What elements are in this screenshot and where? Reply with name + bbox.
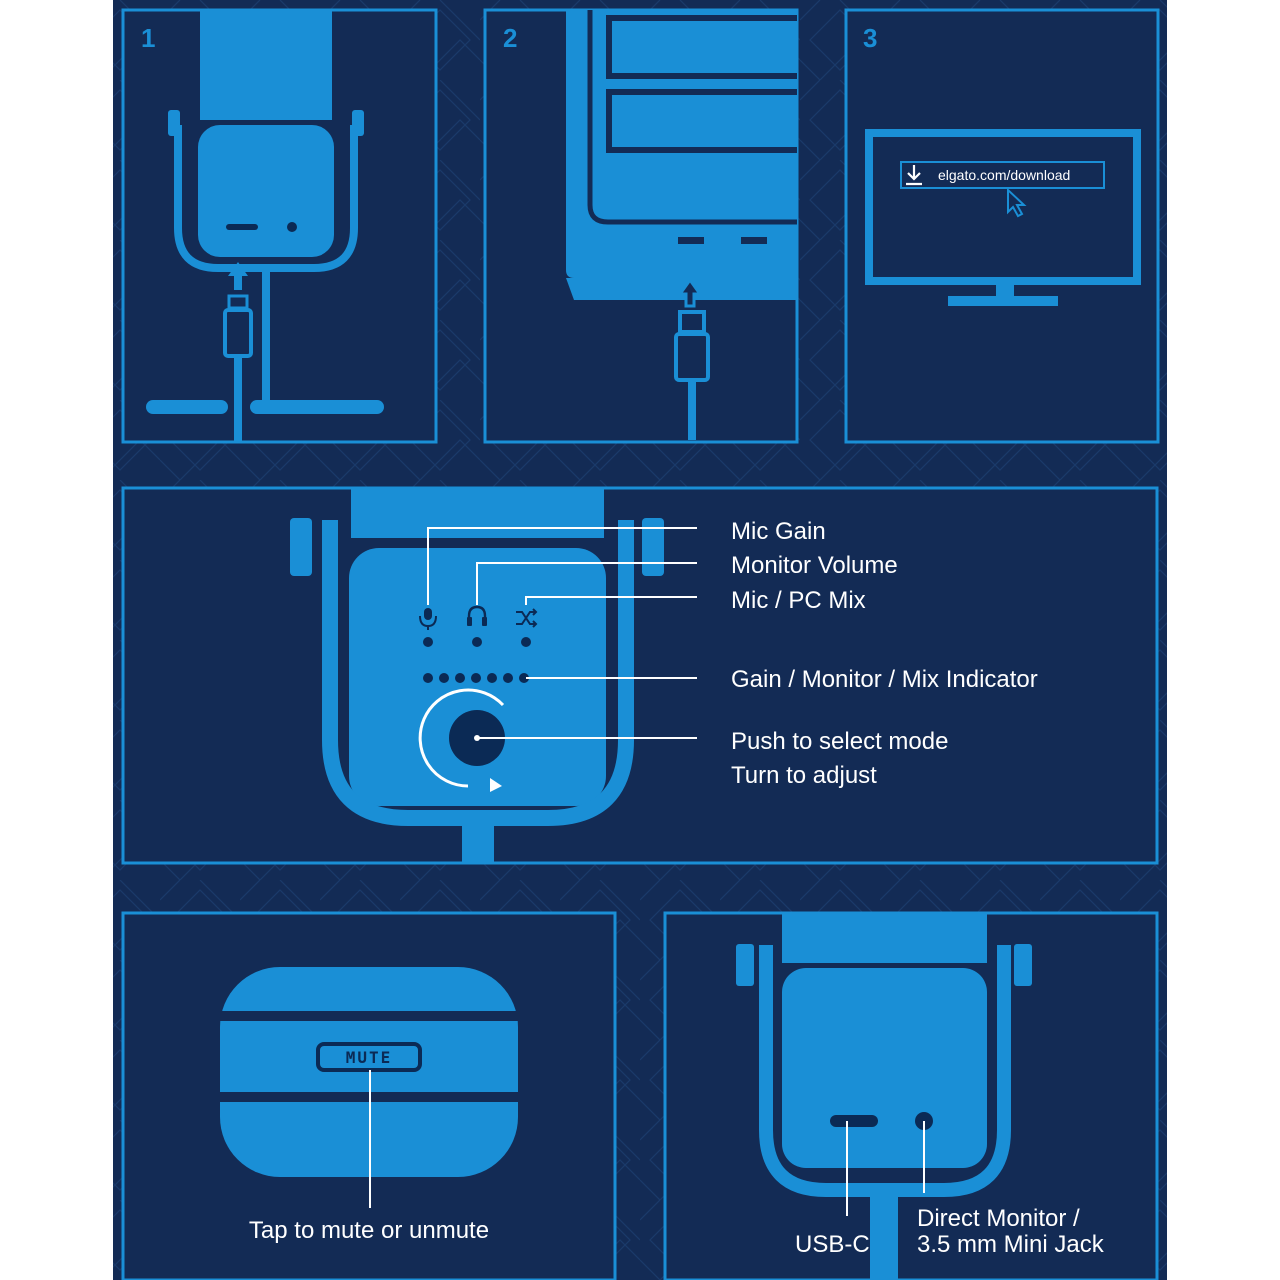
label-turn: Turn to adjust xyxy=(731,762,877,789)
monitor-neck xyxy=(996,281,1014,297)
front-usb-port-1 xyxy=(678,237,704,244)
step-number: 3 xyxy=(863,23,877,53)
stand-pole xyxy=(870,1196,898,1280)
level-indicator-leds xyxy=(423,673,529,683)
stand-base-right xyxy=(250,400,384,414)
panel-step-3: elgato.com/download 3 xyxy=(844,8,1160,444)
front-usb-port-2 xyxy=(741,237,767,244)
download-icon xyxy=(906,165,922,186)
microphone-mount xyxy=(322,520,634,826)
jack-port-icon xyxy=(287,222,297,232)
usb-c-port xyxy=(830,1115,878,1127)
mount-knob-right xyxy=(642,518,664,576)
headphones-icon xyxy=(467,605,487,626)
usb-cable xyxy=(234,356,242,442)
url-bar xyxy=(900,161,1105,189)
panel-ports: USB-C Direct Monitor / 3.5 mm Mini Jack xyxy=(663,911,1159,1280)
microphone-head xyxy=(782,968,987,1168)
mode-led-monitor xyxy=(472,637,482,647)
stand-pole xyxy=(262,268,270,408)
microphone-body xyxy=(351,488,604,538)
mode-led-mix xyxy=(521,637,531,647)
mount-knob-left xyxy=(736,944,754,986)
stand-pole xyxy=(462,826,494,863)
mount-knob-left xyxy=(168,110,180,136)
label-usb-c: USB-C xyxy=(795,1231,870,1258)
monitor-stand xyxy=(948,296,1058,306)
panel-controls: Mic Gain Monitor Volume Mic / PC Mix Gai… xyxy=(121,486,1159,865)
label-monitor-volume: Monitor Volume xyxy=(731,552,898,579)
label-mute: Tap to mute or unmute xyxy=(249,1217,489,1244)
callout-lines xyxy=(427,527,697,739)
mute-button-label: MUTE xyxy=(346,1048,393,1067)
label-push: Push to select mode xyxy=(731,728,948,755)
step-number: 2 xyxy=(503,23,517,53)
mount-knob-right xyxy=(352,110,364,136)
microphone-head xyxy=(198,125,334,257)
label-indicator: Gain / Monitor / Mix Indicator xyxy=(731,666,1038,693)
microphone-icon xyxy=(419,608,437,630)
panel-step-2: 2 xyxy=(483,8,799,444)
label-mic-gain: Mic Gain xyxy=(731,518,826,545)
download-url: elgato.com/download xyxy=(938,167,1070,183)
label-monitor-line-1: Direct Monitor / xyxy=(917,1205,1080,1232)
mount-knob-left xyxy=(290,518,312,576)
monitor-screen xyxy=(865,129,1141,285)
insert-arrow-icon xyxy=(228,262,248,290)
cursor-icon xyxy=(1007,187,1027,218)
microphone-body xyxy=(782,913,987,963)
panel-mute: MUTE Tap to mute or unmute xyxy=(121,911,617,1280)
label-monitor-line-2: 3.5 mm Mini Jack xyxy=(917,1231,1105,1258)
insert-arrow-icon xyxy=(677,277,703,308)
mode-led-gain xyxy=(423,637,433,647)
microphone-body xyxy=(200,10,332,120)
stand-base-left xyxy=(146,400,228,414)
microphone-mount xyxy=(759,945,1011,1197)
usb-cable xyxy=(688,380,696,440)
mix-shuffle-icon xyxy=(516,608,538,628)
label-mic-pc-mix: Mic / PC Mix xyxy=(731,587,866,614)
mount-knob-right xyxy=(1014,944,1032,986)
step-number: 1 xyxy=(141,23,155,53)
rotate-arrow xyxy=(418,688,505,788)
panel-step-1: 1 xyxy=(121,8,438,444)
usb-port-icon xyxy=(226,224,258,230)
